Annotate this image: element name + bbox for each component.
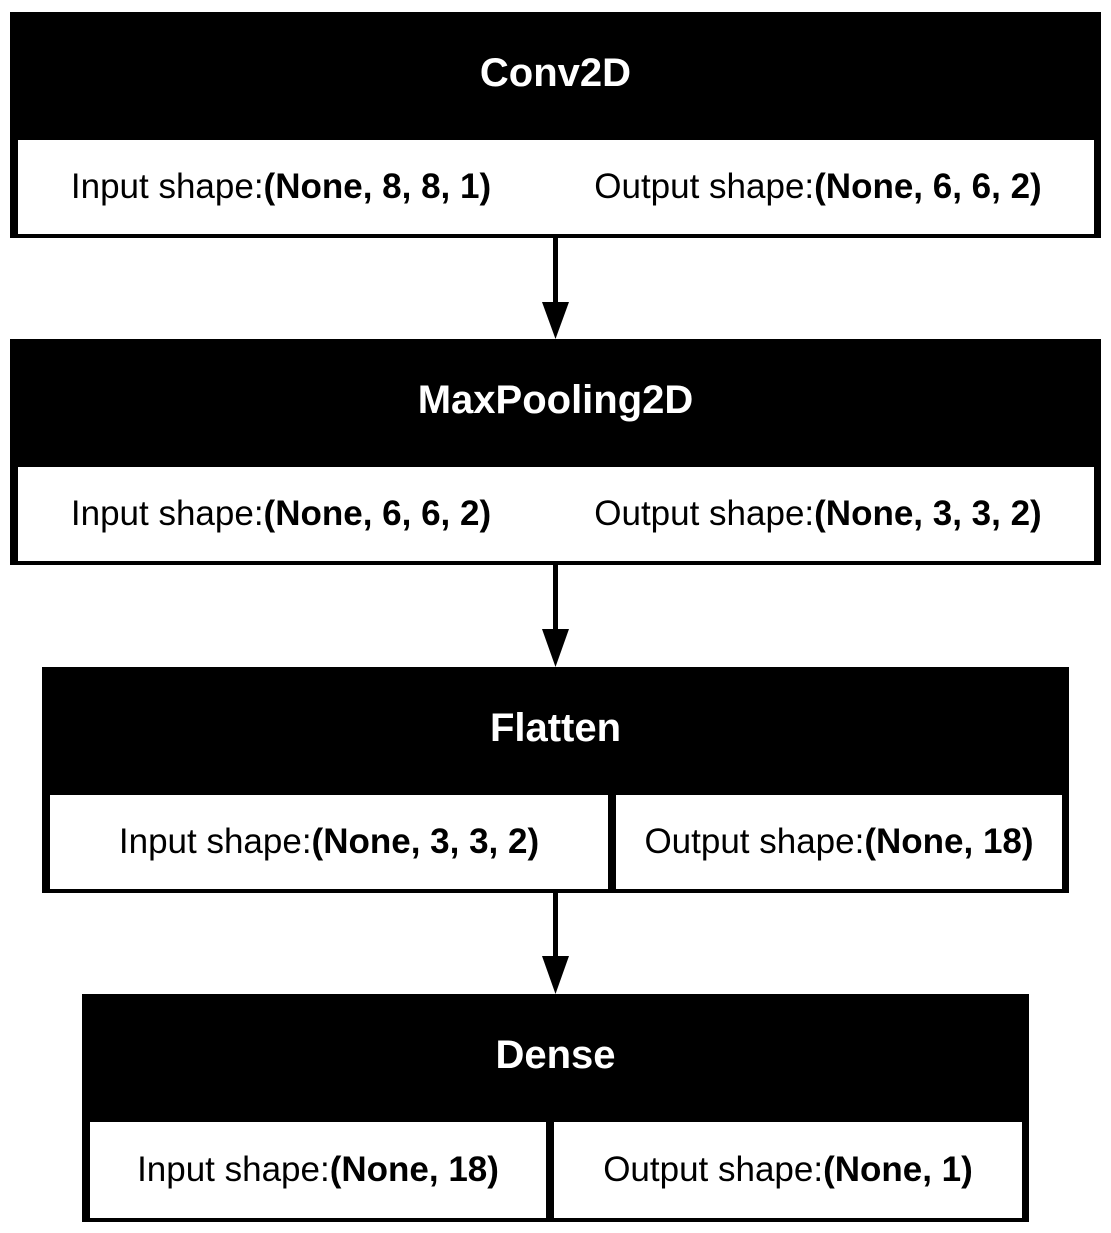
output-shape-label: Output shape:	[594, 494, 815, 533]
input-shape-label: Input shape:	[70, 494, 264, 533]
input-shape-cell: Input shape: (None, 6, 6, 2)	[18, 467, 544, 561]
output-shape-label: Output shape:	[603, 1150, 824, 1189]
output-shape-value: (None, 18)	[864, 822, 1034, 861]
input-shape-value: (None, 3, 3, 2)	[311, 822, 540, 861]
output-shape-cell: Output shape: (None, 3, 3, 2)	[542, 467, 1094, 561]
output-shape-label: Output shape:	[644, 822, 865, 861]
layer-maxpooling2d: MaxPooling2D Input shape: (None, 6, 6, 2…	[10, 339, 1101, 565]
output-shape-cell: Output shape: (None, 1)	[554, 1122, 1022, 1218]
input-shape-cell: Input shape: (None, 3, 3, 2)	[50, 795, 608, 889]
layer-title: Flatten	[489, 705, 622, 750]
output-shape-cell: Output shape: (None, 6, 6, 2)	[542, 140, 1094, 234]
output-shape-value: (None, 6, 6, 2)	[814, 167, 1042, 206]
layer-title: MaxPooling2D	[417, 377, 694, 422]
input-shape-label: Input shape:	[137, 1150, 330, 1189]
arrow-conv2d-to-maxpooling2d	[542, 238, 569, 339]
layer-title: Dense	[495, 1032, 616, 1077]
layer-conv2d: Conv2D Input shape: (None, 8, 8, 1) Outp…	[10, 12, 1101, 238]
layer-flatten: Flatten Input shape: (None, 3, 3, 2) Out…	[42, 667, 1069, 893]
input-shape-cell: Input shape: (None, 8, 8, 1)	[18, 140, 544, 234]
output-shape-value: (None, 1)	[823, 1150, 973, 1189]
input-shape-value: (None, 8, 8, 1)	[263, 167, 492, 206]
output-shape-value: (None, 3, 3, 2)	[814, 494, 1042, 533]
input-shape-value: (None, 18)	[329, 1150, 499, 1189]
output-shape-label: Output shape:	[594, 167, 815, 206]
input-shape-label: Input shape:	[118, 822, 312, 861]
arrow-maxpooling2d-to-flatten	[542, 565, 569, 667]
layer-title: Conv2D	[479, 50, 632, 95]
arrow-flatten-to-dense	[542, 893, 569, 994]
input-shape-value: (None, 6, 6, 2)	[263, 494, 492, 533]
input-shape-label: Input shape:	[70, 167, 264, 206]
layer-dense: Dense Input shape: (None, 18) Output sha…	[82, 994, 1029, 1222]
output-shape-cell: Output shape: (None, 18)	[616, 795, 1062, 889]
input-shape-cell: Input shape: (None, 18)	[90, 1122, 546, 1218]
